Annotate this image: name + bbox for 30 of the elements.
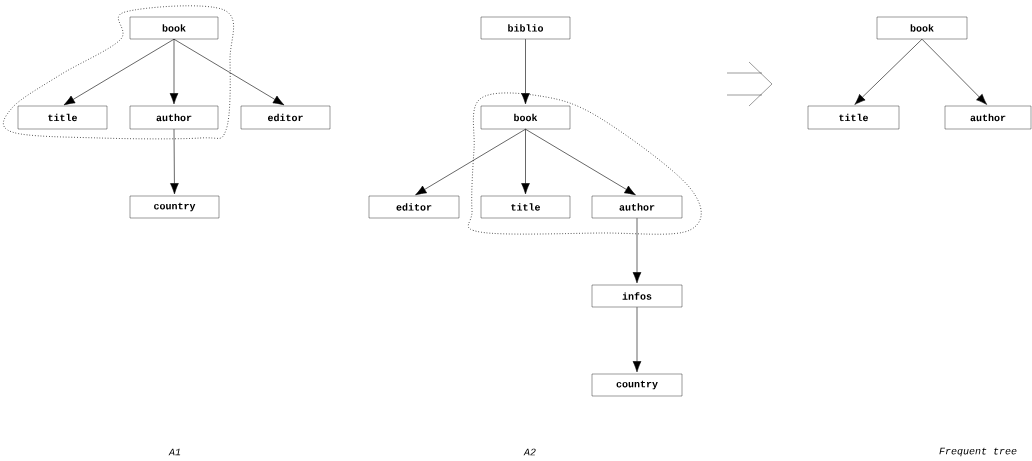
tree-node-box: infos bbox=[591, 284, 683, 308]
tree-node-box: title bbox=[480, 195, 571, 219]
tree-node-box: country bbox=[591, 373, 683, 397]
tree-node-box: book bbox=[876, 16, 968, 40]
arrow bbox=[921, 38, 987, 105]
arrow bbox=[854, 38, 923, 105]
arrow bbox=[632, 217, 642, 284]
arrow bbox=[170, 128, 179, 195]
arrow bbox=[173, 38, 285, 106]
arrow bbox=[521, 128, 530, 195]
arrow bbox=[63, 38, 175, 106]
tree-node-box: biblio bbox=[480, 16, 571, 40]
arrow bbox=[169, 38, 179, 105]
tree-caption: A1 bbox=[168, 448, 181, 456]
tree-node-box: editor bbox=[368, 195, 460, 219]
tree-caption: A2 bbox=[523, 448, 536, 456]
tree-node-box: book bbox=[129, 16, 219, 40]
arrow bbox=[525, 128, 636, 196]
tree-node-box: author bbox=[944, 105, 1032, 130]
tree-node-box: editor bbox=[240, 105, 331, 130]
tree-node-box: title bbox=[17, 105, 108, 130]
arrow bbox=[632, 306, 642, 373]
arrow bbox=[521, 38, 530, 105]
tree-node-box: author bbox=[591, 195, 683, 219]
tree-node-box: title bbox=[807, 105, 900, 130]
arrow bbox=[415, 128, 526, 196]
tree-node-box: author bbox=[129, 105, 219, 130]
tree-node-box: book bbox=[480, 105, 571, 130]
tree-caption: Frequent tree bbox=[939, 447, 1017, 457]
tree-node-box: country bbox=[129, 195, 220, 219]
